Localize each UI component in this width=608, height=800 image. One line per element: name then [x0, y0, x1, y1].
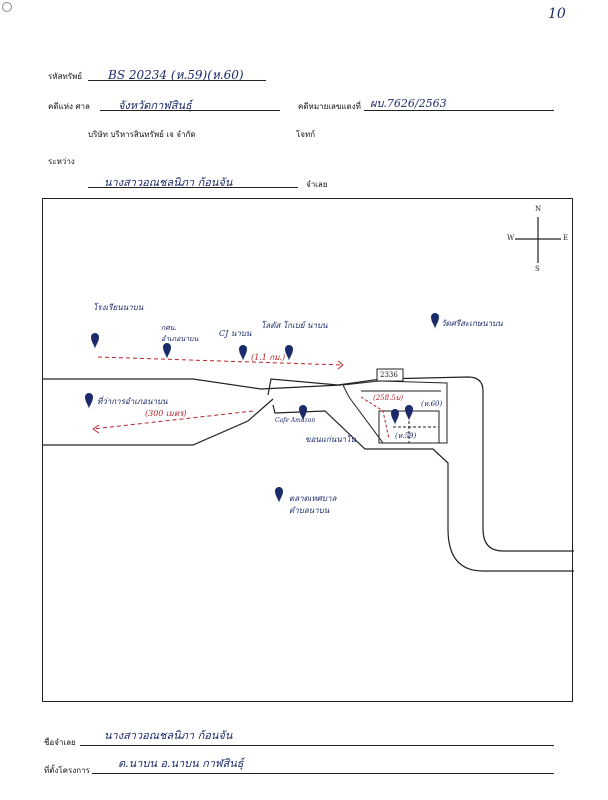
pin-lotus [285, 345, 293, 361]
route-top-dashed [97, 356, 344, 366]
label-store: ขอนแก่นนาโน [305, 435, 356, 444]
label-cafe: Cafe Amazon [275, 417, 316, 424]
defendant-label: จำเลย [306, 180, 328, 189]
road-number-box [376, 368, 404, 382]
compass-s: S [535, 265, 540, 273]
asset-code-line [88, 80, 266, 81]
pin-cafe [299, 405, 307, 421]
bottom-name-value: นางสาวอณชลนิภา ก้อนจัน [104, 729, 233, 742]
route-left-arrow [92, 424, 100, 434]
location-line [92, 773, 554, 774]
pin-market [275, 487, 283, 503]
label-temple: วัดศรีสะเกษนาบน [441, 319, 503, 328]
plaintiff-label: โจทก์ [296, 130, 316, 139]
distance-2: (300 เมตร) [145, 409, 187, 418]
location-label: ที่ตั้งโครงการ [44, 766, 90, 775]
label-health: กศน. อำเภอนาบน [161, 324, 199, 343]
route-top-arrow [337, 360, 344, 370]
compass-w: W [507, 234, 515, 242]
route-junction-dashed [360, 396, 390, 440]
court-line [100, 110, 280, 111]
road-top-edge [43, 378, 342, 390]
pin-temple [431, 313, 439, 329]
location-pins [85, 313, 439, 503]
location-value: ต.นาบน อ.นาบน กาฬสินธุ์ [118, 757, 244, 770]
asset-code-value: BS 20234 (ห.59)(ห.60) [108, 68, 244, 82]
road-right-outer [267, 376, 574, 552]
compass-e: E [563, 234, 569, 242]
pin-district [85, 393, 93, 409]
pin-plot-2 [405, 405, 413, 421]
plot-label-1: (ห.60) [421, 400, 443, 408]
company-name: บริษัท บริหารสินทรัพย์ เจ จำกัด [88, 130, 196, 139]
pin-cj [239, 345, 247, 361]
plot-label-2: (ห.59) [395, 432, 417, 440]
bottom-name-line [80, 745, 554, 746]
distance-1: (1.1 กม.) [251, 353, 286, 362]
road-number: 2336 [380, 371, 398, 379]
page-number: 10 [548, 6, 566, 22]
location-map: N S E W โรงเรียนนาบน กศน. อำเภอนาบน CJ น… [42, 198, 574, 702]
case-no-value: ผบ.7626/2563 [370, 97, 447, 110]
road-bottom-edge [43, 398, 274, 446]
between-label: ระหว่าง [48, 157, 75, 166]
compass-n: N [535, 205, 542, 213]
court-label: คดีแห่ง ศาล [48, 102, 90, 111]
case-no-line [364, 110, 554, 111]
label-school: โรงเรียนนาบน [93, 303, 144, 312]
route-left-dashed [92, 410, 254, 430]
road-right-inner [272, 404, 574, 572]
label-district: ที่ว่าการอำเภอนาบน [97, 397, 168, 406]
label-market: ตลาดเทศบาล ตำบลนาบน [289, 494, 337, 515]
asset-code-label: รหัสทรัพย์ [48, 72, 82, 81]
distance-3: (258.5ม) [373, 394, 404, 402]
court-value: จังหวัดกาฬสินธุ์ [118, 99, 192, 112]
pin-health [163, 343, 171, 359]
case-no-label: คดีหมายเลขแดงที่ [298, 102, 361, 111]
label-cj: CJ นาบน [219, 329, 252, 338]
map-drawing [43, 217, 574, 572]
pin-school [91, 333, 99, 349]
label-lotus: โลตัส โกเบย์ นาบน [261, 321, 328, 330]
defendant-line [88, 187, 298, 188]
defendant-value: นางสาวอณชลนิภา ก้อนจัน [104, 176, 233, 189]
bottom-name-label: ชื่อจำเลย [44, 738, 76, 747]
corner-circle-mark [2, 2, 12, 12]
pin-plot-1 [391, 409, 399, 425]
